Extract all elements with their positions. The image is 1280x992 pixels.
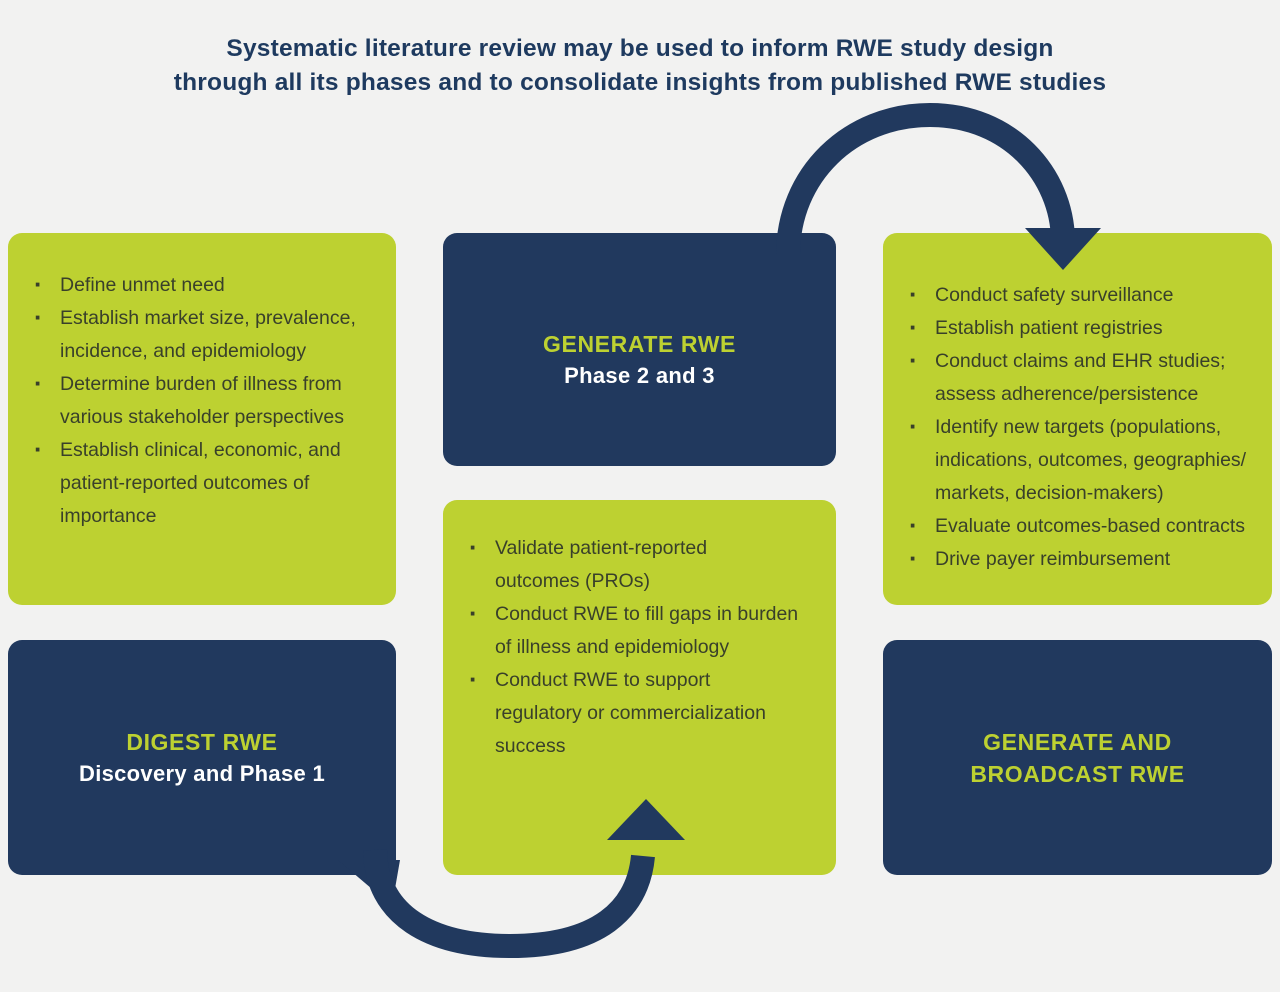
bullet-item: Define unmet need [30, 268, 386, 302]
diagram-title: Systematic literature review may be used… [0, 32, 1280, 100]
bullet-item: Conduct claims and EHR studies; assess a… [905, 344, 1262, 411]
bullet-item: Evaluate outcomes-based contracts [905, 509, 1262, 543]
generate-broadcast-box: GENERATE AND BROADCAST RWE [883, 640, 1272, 875]
bullet-item: Determine burden of illness from various… [30, 367, 386, 434]
digest-rwe-box: DIGEST RWE Discovery and Phase 1 [8, 640, 396, 875]
mid-outputs-bullet-list: Validate patient-reported outcomes (PROs… [443, 531, 836, 763]
early-inputs-green-box: Define unmet needEstablish market size, … [8, 233, 396, 605]
bullet-item: Establish market size, prevalence, incid… [30, 301, 386, 368]
generate-broadcast-heading-line2: BROADCAST RWE [970, 760, 1185, 787]
bullet-item: Identify new targets (populations, indic… [905, 410, 1262, 510]
generate-rwe-heading: GENERATE RWE [543, 330, 736, 357]
bullet-item: Conduct RWE to support regulatory or com… [465, 663, 826, 763]
bullet-item: Drive payer reimbursement [905, 542, 1262, 576]
bullet-item: Validate patient-reported outcomes (PROs… [465, 531, 826, 598]
diagram-title-line1: Systematic literature review may be used… [226, 35, 1054, 62]
late-outputs-bullet-list: Conduct safety surveillanceEstablish pat… [883, 278, 1272, 576]
digest-rwe-heading: DIGEST RWE [126, 728, 278, 755]
early-inputs-bullet-list: Define unmet needEstablish market size, … [8, 268, 396, 533]
bullet-item: Conduct safety surveillance [905, 278, 1262, 312]
digest-rwe-subheading: Discovery and Phase 1 [79, 760, 325, 786]
diagram-title-line2: through all its phases and to consolidat… [173, 69, 1107, 96]
bullet-item: Conduct RWE to fill gaps in burden of il… [465, 597, 826, 664]
bullet-item: Establish clinical, economic, and patien… [30, 433, 386, 533]
late-outputs-green-box: Conduct safety surveillanceEstablish pat… [883, 233, 1272, 605]
generate-broadcast-heading-line1: GENERATE AND [983, 728, 1172, 755]
generate-rwe-box: GENERATE RWE Phase 2 and 3 [443, 233, 836, 466]
generate-rwe-subheading: Phase 2 and 3 [564, 362, 715, 388]
mid-outputs-green-box: Validate patient-reported outcomes (PROs… [443, 500, 836, 875]
bullet-item: Establish patient registries [905, 311, 1262, 345]
